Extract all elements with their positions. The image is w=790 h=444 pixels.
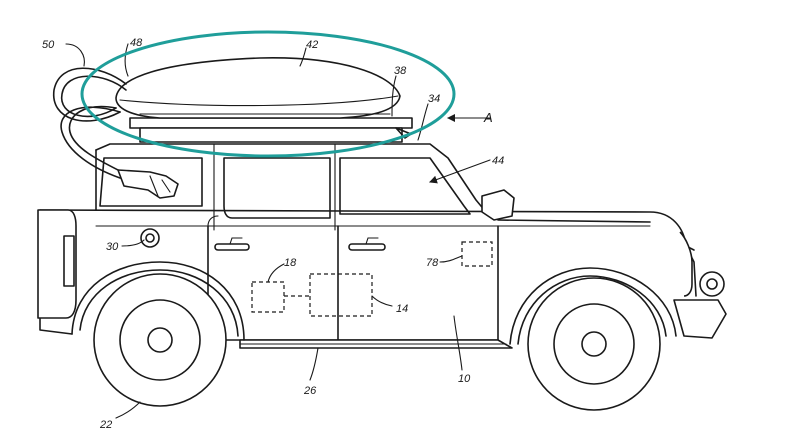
label-78: 78 (426, 257, 439, 269)
label-A: A (483, 110, 493, 125)
door-handle-front (214, 237, 250, 251)
rear-wheel (93, 273, 227, 407)
label-50: 50 (42, 39, 55, 51)
label-38: 38 (394, 65, 407, 77)
front-wheel (527, 277, 661, 411)
roof-rack (129, 117, 413, 143)
door-handle-rear (348, 237, 386, 251)
label-42: 42 (306, 39, 318, 51)
label-30: 30 (106, 241, 119, 253)
charging-cable (53, 67, 179, 199)
label-14: 14 (396, 303, 408, 315)
label-26: 26 (303, 385, 317, 397)
component-18 (251, 281, 285, 313)
label-44: 44 (492, 155, 504, 167)
highlight-ellipse (80, 30, 456, 158)
label-48: 48 (130, 37, 143, 49)
label-18: 18 (284, 257, 297, 269)
label-10: 10 (458, 373, 471, 385)
label-22: 22 (99, 419, 112, 431)
component-14 (284, 273, 373, 317)
cargo-box (115, 57, 401, 119)
label-34: 34 (428, 93, 440, 105)
component-78 (461, 241, 493, 267)
leader-lines (65, 43, 491, 419)
reference-labels: 50 48 42 38 34 A 44 30 18 78 14 26 10 22 (42, 37, 504, 431)
